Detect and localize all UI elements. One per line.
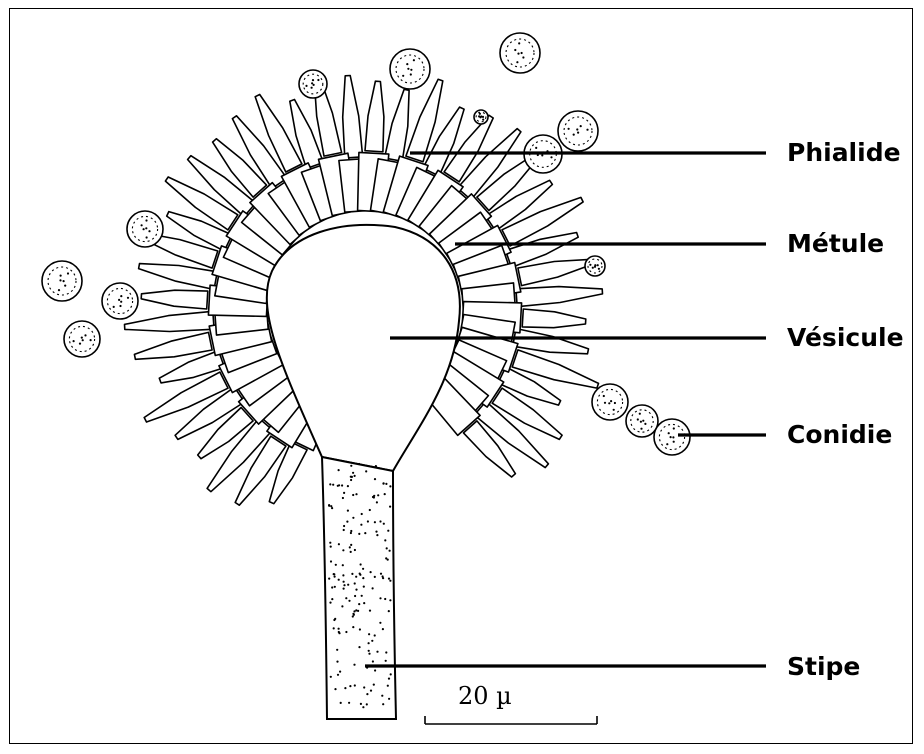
- scale-bar: [425, 716, 597, 724]
- phialide-cell: [518, 259, 593, 285]
- conidium: [626, 405, 658, 437]
- label-vesicule: Vésicule: [787, 325, 904, 350]
- label-metule: Métule: [787, 231, 884, 256]
- conidium: [558, 111, 598, 151]
- conidium: [390, 49, 430, 89]
- phialide-cell: [125, 311, 215, 331]
- phialide-cell: [513, 329, 589, 354]
- phialide-cell: [385, 89, 410, 161]
- conidium: [585, 256, 605, 276]
- phialide-cell: [522, 309, 586, 328]
- scale-bar-label: 20 µ: [458, 684, 512, 708]
- phialide-cell: [516, 287, 603, 307]
- label-phialide: Phialide: [787, 140, 901, 165]
- figure-frame: Phialide Métule Vésicule Conidie Stipe 2…: [9, 8, 913, 744]
- conidium: [474, 110, 488, 124]
- phialide-cell: [365, 81, 384, 152]
- aspergillus-diagram: [10, 9, 914, 745]
- label-conidie: Conidie: [787, 422, 892, 447]
- phialide-cell: [134, 332, 212, 359]
- conidium: [127, 211, 163, 247]
- conidium: [592, 384, 628, 420]
- label-stipe: Stipe: [787, 654, 860, 679]
- conidium: [42, 261, 82, 301]
- conidium: [654, 419, 690, 455]
- conidium: [102, 283, 138, 319]
- phialide-cell: [343, 76, 363, 159]
- conidium: [299, 70, 327, 98]
- phialide-cell: [139, 264, 218, 290]
- conidium: [500, 33, 540, 73]
- conidium: [64, 321, 100, 357]
- phialide-cell: [141, 290, 208, 309]
